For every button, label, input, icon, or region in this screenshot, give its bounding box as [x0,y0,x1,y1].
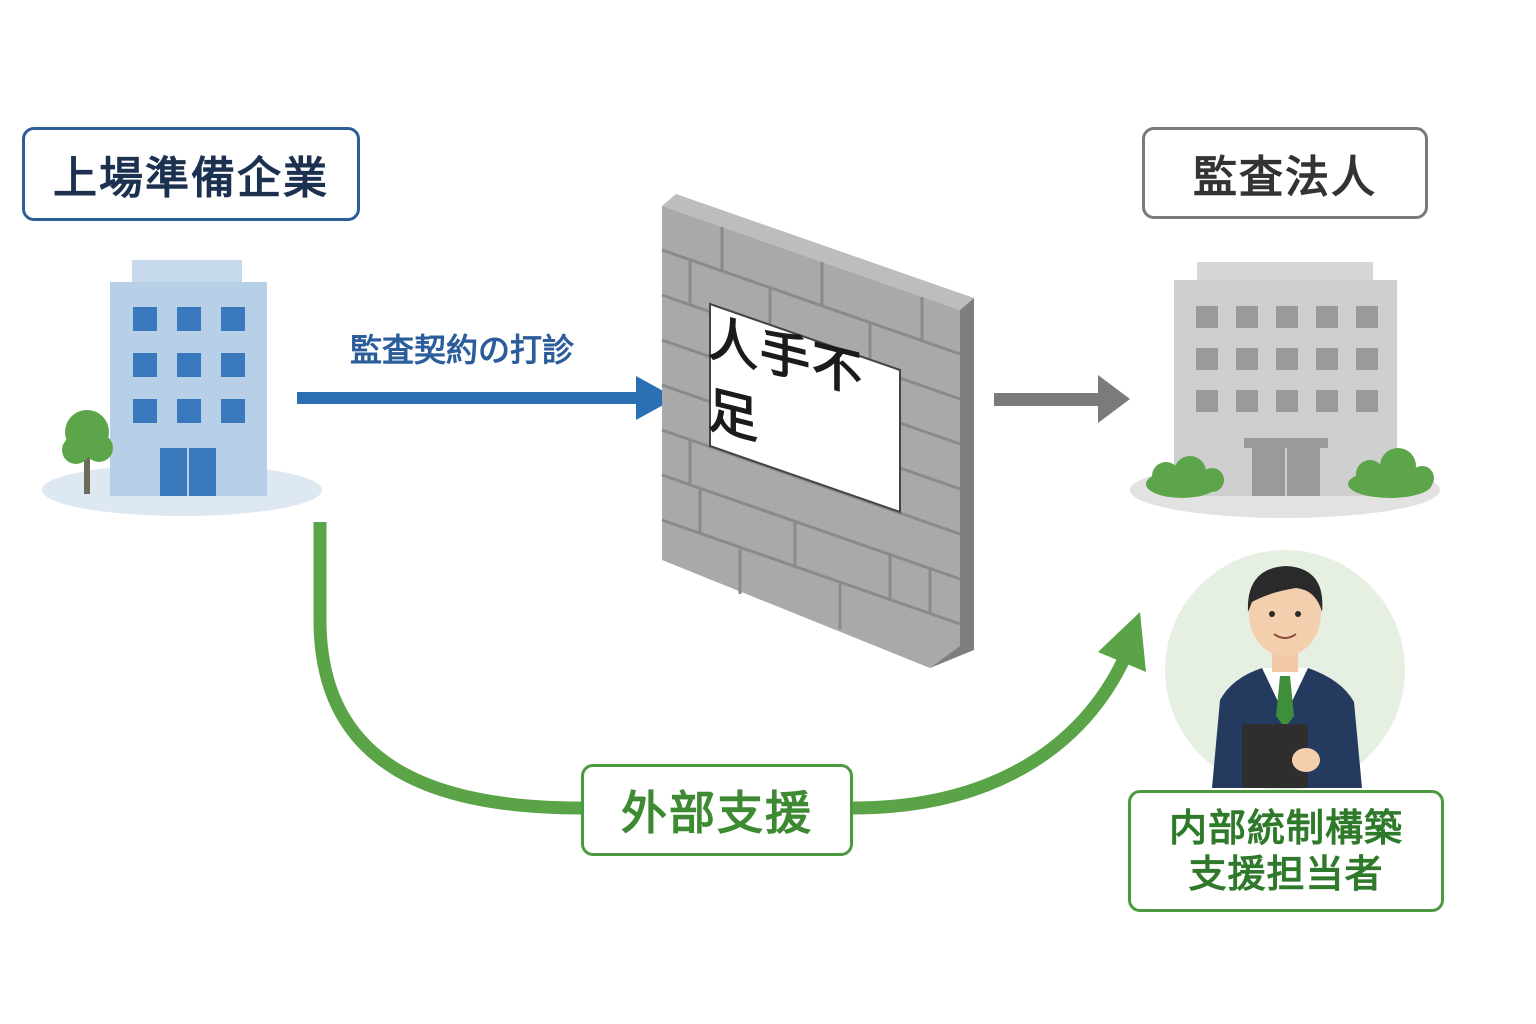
tree-icon [62,410,113,494]
blocked-arrow [994,375,1130,423]
person-icon [1165,550,1405,790]
staff-label-line2: 支援担当者 [1188,852,1384,896]
staff-label-line1: 内部統制構築 [1168,806,1403,850]
audit-building-icon [1130,262,1440,518]
staff-label: 内部統制構築 支援担当者 [1128,790,1444,912]
brick-wall-icon [661,194,974,668]
company-label: 上場準備企業 [22,127,360,221]
company-building-icon [42,260,322,516]
support-label: 外部支援 [581,764,853,856]
offer-arrow-label: 監査契約の打診 [350,331,575,369]
offer-arrow [297,376,676,420]
audit-firm-label: 監査法人 [1142,127,1428,219]
support-arrow [313,522,1146,815]
